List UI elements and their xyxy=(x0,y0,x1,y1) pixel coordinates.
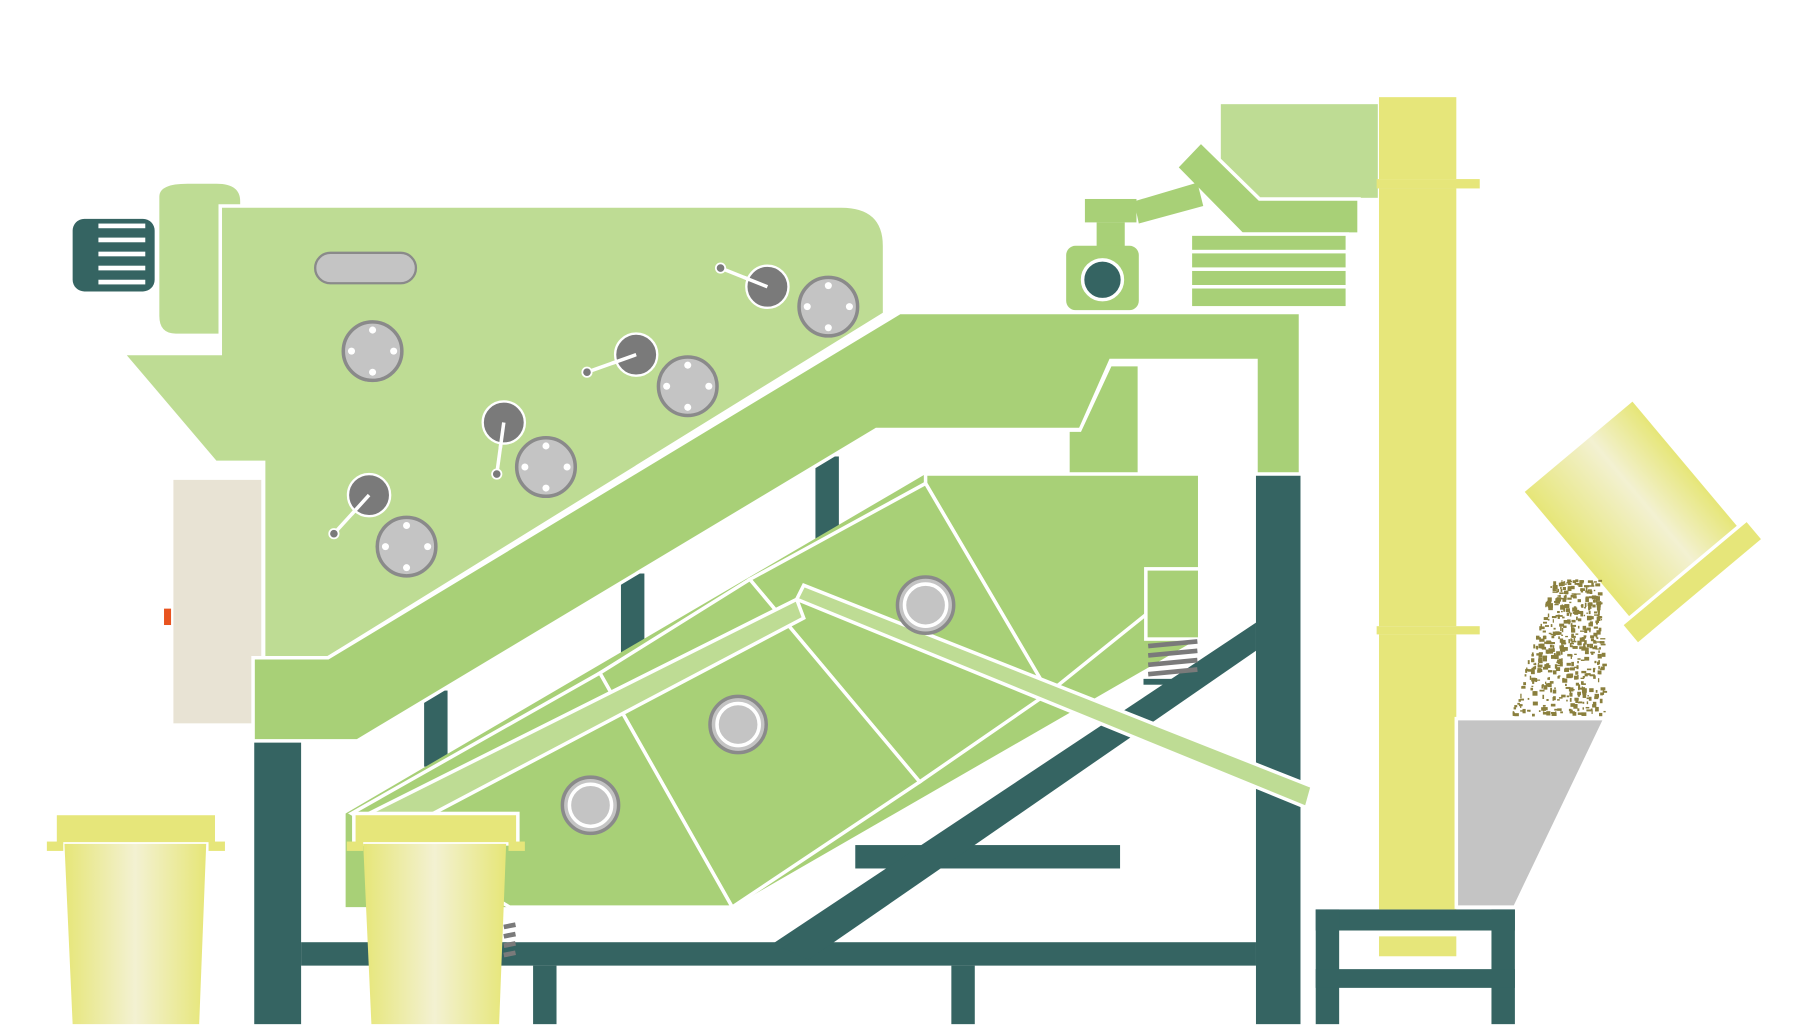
door-handle-marker xyxy=(164,608,172,626)
feeder-gear-hub-icon xyxy=(1080,258,1125,302)
frame-bottom-rail xyxy=(301,942,1256,966)
screen-side-box xyxy=(1144,567,1202,641)
bin-left-rim xyxy=(53,811,219,846)
lever-icon xyxy=(581,332,659,378)
spring-base xyxy=(1143,678,1203,685)
bin-left-body xyxy=(64,843,207,1025)
roller-icon xyxy=(375,515,438,578)
elevator-shaft-upper xyxy=(1378,188,1457,627)
feeder-gear-stem xyxy=(1096,222,1125,249)
spring-icon xyxy=(1147,639,1198,677)
feeder-louvers xyxy=(1188,232,1350,310)
frame-leg-left xyxy=(254,737,302,1025)
bin-left-lip-l xyxy=(46,841,64,851)
screen-roller-icon xyxy=(708,694,768,755)
intake-hopper xyxy=(1454,716,1608,909)
frame-post-1 xyxy=(424,690,448,767)
lower-spring-icon xyxy=(503,922,516,958)
screen-roller-icon xyxy=(560,775,621,836)
aspiration-rollers xyxy=(341,275,956,836)
side-door xyxy=(173,479,262,724)
bin-right-lip-r xyxy=(508,841,525,851)
elevator-shaft-lower xyxy=(1378,634,1457,910)
elevator-boot xyxy=(1378,936,1457,957)
lever-icon xyxy=(328,472,392,540)
elevator-head xyxy=(1378,97,1457,180)
feeder-assembly xyxy=(1066,104,1378,311)
frame-post-3 xyxy=(815,456,839,545)
collection-bin-left xyxy=(46,811,225,1025)
frame-leg-right xyxy=(1255,474,1301,1025)
stand-leg-left xyxy=(1315,909,1340,1025)
roller-icon xyxy=(341,320,404,383)
collection-bin-right xyxy=(346,811,525,1025)
motor-fins-icon xyxy=(98,223,146,285)
elevator xyxy=(1376,97,1480,957)
bin-right-lip-l xyxy=(346,841,364,851)
feeder-box xyxy=(1220,104,1378,198)
frame-foot-2 xyxy=(951,965,975,1025)
feeder-gear-top xyxy=(1084,198,1137,223)
stand-leg-right xyxy=(1491,909,1515,1025)
elevator-stand xyxy=(1315,909,1515,1025)
frame-diagonal-brace xyxy=(773,622,1256,960)
bin-right-rim xyxy=(352,811,520,846)
discharge-chute xyxy=(794,583,1315,810)
stand-mid-rail xyxy=(1315,969,1515,988)
screen-roller-icon xyxy=(895,575,956,635)
bin-right-body xyxy=(363,843,507,1025)
roller-icon xyxy=(797,275,860,338)
grain-stream xyxy=(1512,579,1608,717)
frame-post-2 xyxy=(620,573,645,656)
inspection-window xyxy=(313,251,418,285)
pouring-bin-body xyxy=(1524,401,1742,622)
lever-icon xyxy=(481,400,527,480)
bin-left-lip-r xyxy=(208,841,225,851)
roller-icon xyxy=(656,355,719,418)
roller-icon xyxy=(514,435,578,499)
support-frame xyxy=(254,456,1301,1025)
pouring-bin-rim xyxy=(1618,517,1766,648)
adjustment-levers xyxy=(328,262,790,540)
frame-foot-1 xyxy=(533,965,557,1025)
elevator-flange-top xyxy=(1376,179,1480,189)
elevator-flange-mid xyxy=(1376,626,1480,635)
drive-motor xyxy=(72,218,155,292)
stand-top-rail xyxy=(1315,909,1515,931)
feed-hopper xyxy=(251,310,1303,743)
duct-channel xyxy=(251,310,1303,743)
feeder-arm xyxy=(1134,182,1204,224)
pouring-bin xyxy=(1524,401,1766,648)
lever-icon xyxy=(714,262,790,309)
